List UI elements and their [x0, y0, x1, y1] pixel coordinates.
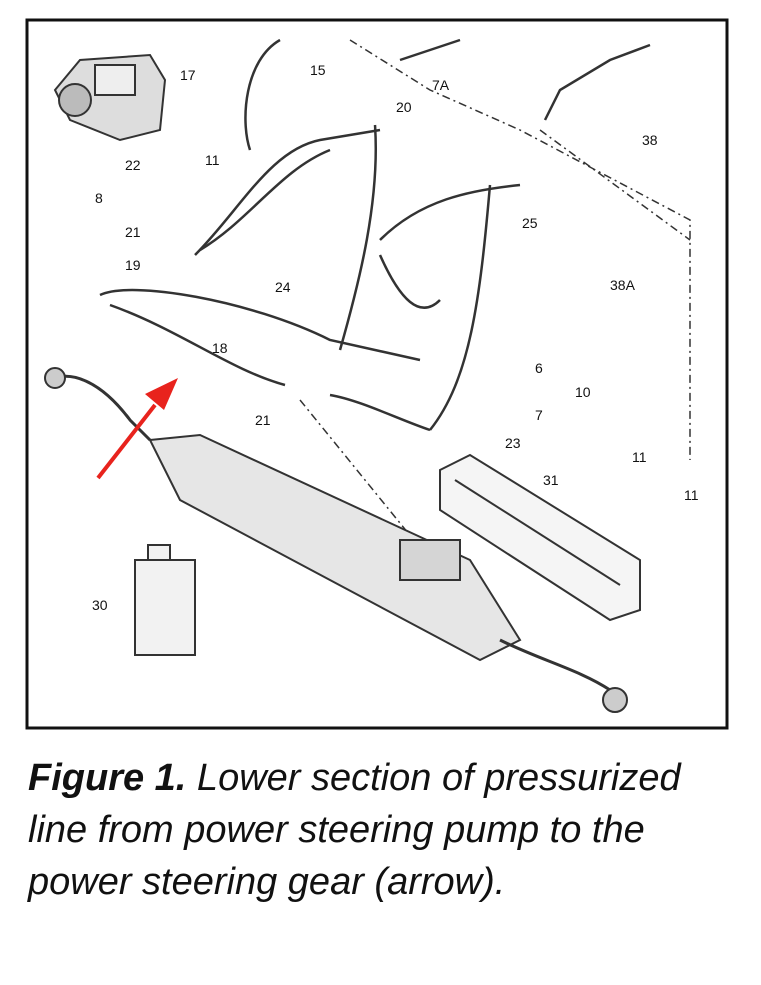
pump-assembly — [53, 53, 167, 142]
label-30: 30 — [92, 597, 108, 613]
label-10: 10 — [575, 384, 591, 400]
label-23: 23 — [505, 435, 521, 451]
steering-gear — [44, 367, 628, 713]
reservoir-30 — [134, 544, 196, 656]
callout-labels: 15 7A 17 20 38 22 11 8 21 25 19 24 38A 1… — [92, 62, 699, 613]
parts-diagram: 15 7A 17 20 38 22 11 8 21 25 19 24 38A 1… — [25, 18, 729, 730]
cooler-31 — [439, 453, 641, 622]
label-7: 7 — [535, 407, 543, 423]
label-38a: 38A — [610, 277, 636, 293]
label-20: 20 — [396, 99, 412, 115]
label-18: 18 — [212, 340, 228, 356]
label-7a: 7A — [432, 77, 450, 93]
label-24: 24 — [275, 279, 291, 295]
label-31: 31 — [543, 472, 559, 488]
label-6: 6 — [535, 360, 543, 376]
hose-lines — [99, 38, 651, 432]
label-17: 17 — [180, 67, 196, 83]
label-11-right: 11 — [632, 449, 647, 465]
label-21-left: 21 — [125, 224, 141, 240]
label-38: 38 — [642, 132, 658, 148]
arrow-indicator — [96, 378, 178, 480]
dashed-return-lines — [299, 39, 691, 561]
label-11-top: 11 — [205, 152, 220, 168]
label-8: 8 — [95, 190, 103, 206]
label-15: 15 — [310, 62, 326, 78]
label-22: 22 — [125, 157, 141, 173]
figure-caption: Figure 1. Lower section of pressurized l… — [28, 752, 728, 908]
label-19: 19 — [125, 257, 141, 273]
caption-prefix: Figure 1. — [28, 757, 187, 799]
caption-text: Lower section of pressurized line from p… — [28, 757, 681, 903]
label-11-far-right: 11 — [684, 487, 699, 503]
label-25: 25 — [522, 215, 538, 231]
label-21-mid: 21 — [255, 412, 271, 428]
